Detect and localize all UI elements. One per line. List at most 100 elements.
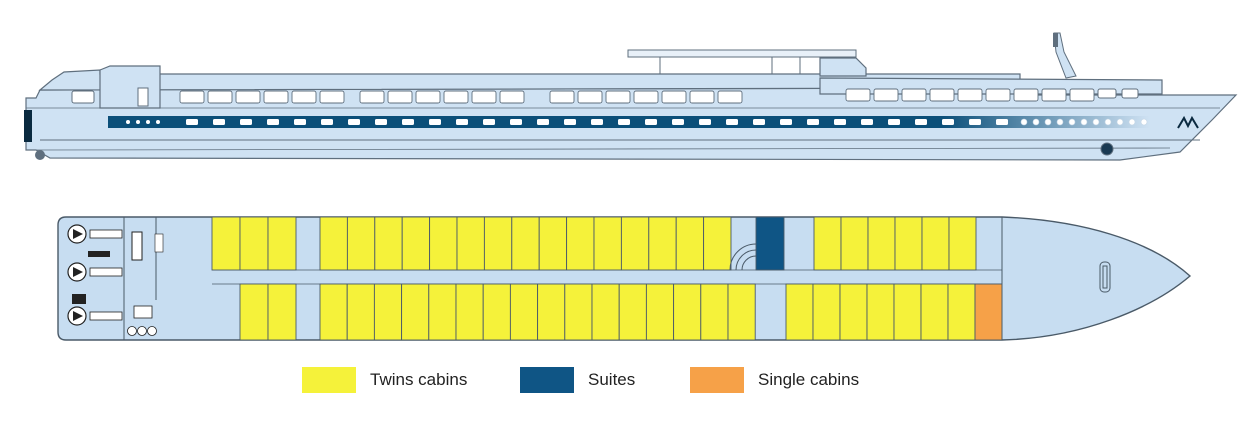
window	[845, 88, 871, 102]
porthole	[1080, 118, 1088, 126]
legend-suites: Suites	[520, 366, 635, 394]
window	[661, 90, 687, 104]
stair-steps	[154, 233, 164, 253]
door	[137, 87, 149, 107]
porthole	[483, 119, 495, 125]
twin-cabin	[483, 216, 513, 271]
window	[263, 90, 289, 104]
porthole	[942, 119, 954, 125]
window	[179, 90, 205, 104]
porthole	[1068, 118, 1076, 126]
twin-cabin	[267, 283, 297, 341]
window	[235, 90, 261, 104]
porthole	[1020, 118, 1028, 126]
twin-cabin	[591, 283, 620, 341]
staircase	[729, 243, 757, 271]
twin-cabin	[564, 283, 593, 341]
twin-cabin	[566, 216, 595, 271]
window	[577, 90, 603, 104]
ship-stern-block	[99, 65, 161, 109]
twin-cabin	[373, 283, 403, 341]
window	[1069, 88, 1095, 102]
porthole	[780, 119, 792, 125]
twin-cabin	[840, 216, 869, 271]
porthole	[834, 119, 846, 125]
twin-cabin	[428, 283, 457, 341]
legend-twins: Twins cabins	[302, 366, 467, 394]
twin-cabin	[537, 283, 566, 341]
window	[873, 88, 899, 102]
twin-cabin	[947, 283, 976, 341]
porthole	[618, 119, 630, 125]
propeller-icon	[35, 150, 45, 160]
twin-cabin	[346, 283, 375, 341]
single-cabin	[974, 283, 1003, 341]
sun-deck-canopy	[627, 49, 857, 58]
porthole	[1032, 118, 1040, 126]
engine-shaft	[89, 229, 123, 239]
twin-cabin	[511, 216, 540, 271]
ship-wheelhouse	[819, 57, 867, 77]
porthole	[1092, 118, 1100, 126]
porthole	[156, 120, 160, 124]
porthole	[1056, 118, 1064, 126]
washing-machine	[127, 326, 137, 336]
porthole	[915, 119, 927, 125]
window	[1097, 88, 1117, 99]
engine-shaft	[89, 311, 123, 321]
porthole	[136, 120, 140, 124]
side-windows	[71, 87, 1139, 107]
window	[633, 90, 659, 104]
ship-side-view	[24, 32, 1238, 161]
tank	[72, 294, 86, 304]
suite-cabin	[755, 216, 785, 271]
window	[985, 88, 1011, 102]
twin-cabin	[867, 216, 896, 271]
twin-cabin	[648, 216, 677, 271]
twin-cabin	[239, 283, 269, 341]
window	[929, 88, 955, 102]
twin-cabin	[703, 216, 732, 271]
twin-cabin	[456, 216, 485, 271]
porthole	[672, 119, 684, 125]
porthole	[861, 119, 873, 125]
porthole	[1116, 118, 1124, 126]
cabins	[211, 216, 1003, 341]
window	[387, 90, 413, 104]
twin-cabin	[593, 216, 622, 271]
porthole	[321, 119, 333, 125]
twin-cabin	[948, 216, 977, 271]
twin-cabin	[645, 283, 675, 341]
locker	[131, 231, 143, 261]
twin-cabin	[346, 216, 376, 271]
galley-unit	[133, 305, 153, 319]
window	[1121, 88, 1139, 99]
porthole	[699, 119, 711, 125]
twin-cabin	[374, 216, 403, 271]
legend-label-suites: Suites	[588, 370, 636, 389]
twin-cabin	[839, 283, 868, 341]
porthole	[146, 120, 150, 124]
window	[549, 90, 575, 104]
porthole	[1128, 118, 1136, 126]
porthole	[510, 119, 522, 125]
twin-cabin	[893, 283, 922, 341]
twin-cabin	[921, 216, 950, 271]
twin-cabin	[813, 216, 842, 271]
porthole	[969, 119, 981, 125]
window	[1013, 88, 1039, 102]
engine-room	[67, 224, 164, 336]
porthole	[267, 119, 279, 125]
porthole	[1140, 118, 1148, 126]
bow-stair	[1099, 261, 1111, 293]
porthole	[888, 119, 900, 125]
porthole	[429, 119, 441, 125]
window	[319, 90, 345, 104]
engine-arrow-icon	[73, 311, 83, 321]
legend-swatch-suites	[520, 367, 574, 393]
twin-cabin	[785, 283, 814, 341]
porthole	[591, 119, 603, 125]
window	[605, 90, 631, 104]
window	[291, 90, 317, 104]
